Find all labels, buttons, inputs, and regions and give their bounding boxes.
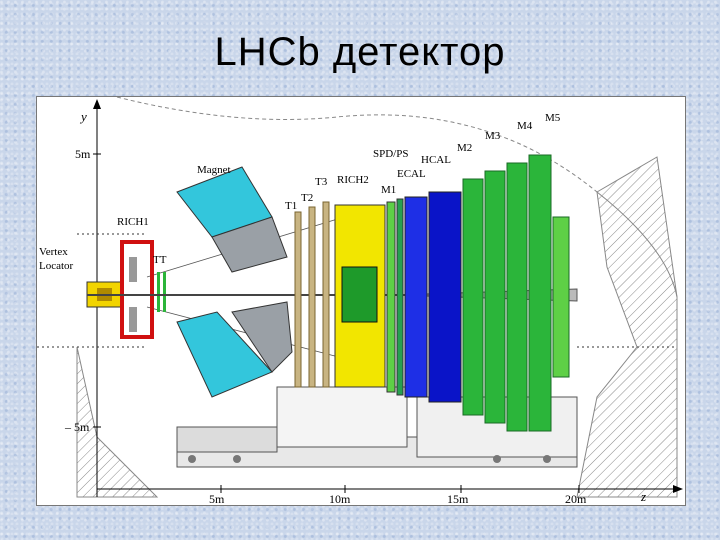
floor-support-mid <box>276 386 408 448</box>
label-rich1: RICH1 <box>117 216 149 228</box>
muon-filter-wall <box>552 216 570 378</box>
z-tick-label-5m: 5m <box>209 492 225 505</box>
tt-station-1 <box>157 272 160 312</box>
cavern-outline <box>596 191 678 298</box>
m2-station <box>462 178 484 416</box>
z-axis-label: z <box>640 489 646 504</box>
t2-station <box>308 206 316 388</box>
z-tick-label-10m: 10m <box>329 492 351 505</box>
label-tt: TT <box>153 254 167 266</box>
rich1-mirror-top <box>129 257 137 282</box>
floor-support-left <box>176 426 278 453</box>
magnet-lower-yoke <box>231 301 293 373</box>
floor-wheel-1 <box>188 455 196 463</box>
y-tick-label-minus5m: – 5m <box>64 420 90 434</box>
cavern-wall-right <box>576 156 678 498</box>
t3-station <box>322 201 330 388</box>
label-vertex: Vertex <box>39 246 68 258</box>
label-rich2: RICH2 <box>337 174 369 186</box>
z-axis-arrow <box>673 485 683 493</box>
label-m4: M4 <box>517 120 533 132</box>
ecal-detector <box>404 196 428 398</box>
label-hcal: HCAL <box>421 154 451 166</box>
detector-diagram: y z 5m – 5m 5m 10m 15m 20m <box>37 96 683 506</box>
m3-station <box>484 170 506 424</box>
rich1-frame <box>120 240 154 339</box>
z-tick-label-15m: 15m <box>447 492 469 505</box>
y-tick-label-5m: 5m <box>75 147 91 161</box>
hcal-detector <box>428 191 462 403</box>
label-t1: T1 <box>285 200 297 212</box>
magnet-upper-yoke <box>211 216 288 273</box>
label-locator: Locator <box>39 260 74 272</box>
cavern-arc <box>116 96 598 193</box>
y-axis-arrow <box>93 99 101 109</box>
label-magnet: Magnet <box>197 164 231 176</box>
label-ecal: ECAL <box>397 168 426 180</box>
label-m1: M1 <box>381 184 396 196</box>
tt-station-2 <box>163 272 166 312</box>
label-m3: M3 <box>485 130 501 142</box>
label-t2: T2 <box>301 192 313 204</box>
slide-title: LHCb детектор <box>214 30 506 74</box>
tracking-stations <box>294 201 330 388</box>
label-m2: M2 <box>457 142 472 154</box>
rich2-inner <box>341 266 378 323</box>
floor-wheel-2 <box>233 455 241 463</box>
detector-figure: y z 5m – 5m 5m 10m 15m 20m <box>36 96 686 506</box>
t1-station <box>294 211 302 388</box>
spd-ps-detector <box>396 198 404 396</box>
floor-wheel-4 <box>543 455 551 463</box>
label-spd-ps: SPD/PS <box>373 148 408 160</box>
label-t3: T3 <box>315 176 328 188</box>
floor-wheel-3 <box>493 455 501 463</box>
m5-station <box>528 154 552 432</box>
label-m5: M5 <box>545 112 561 124</box>
z-tick-label-20m: 20m <box>565 492 587 505</box>
rich1-mirror-bottom <box>129 307 137 332</box>
m1-station <box>386 201 396 393</box>
m4-station <box>506 162 528 432</box>
y-axis-label: y <box>79 109 87 124</box>
